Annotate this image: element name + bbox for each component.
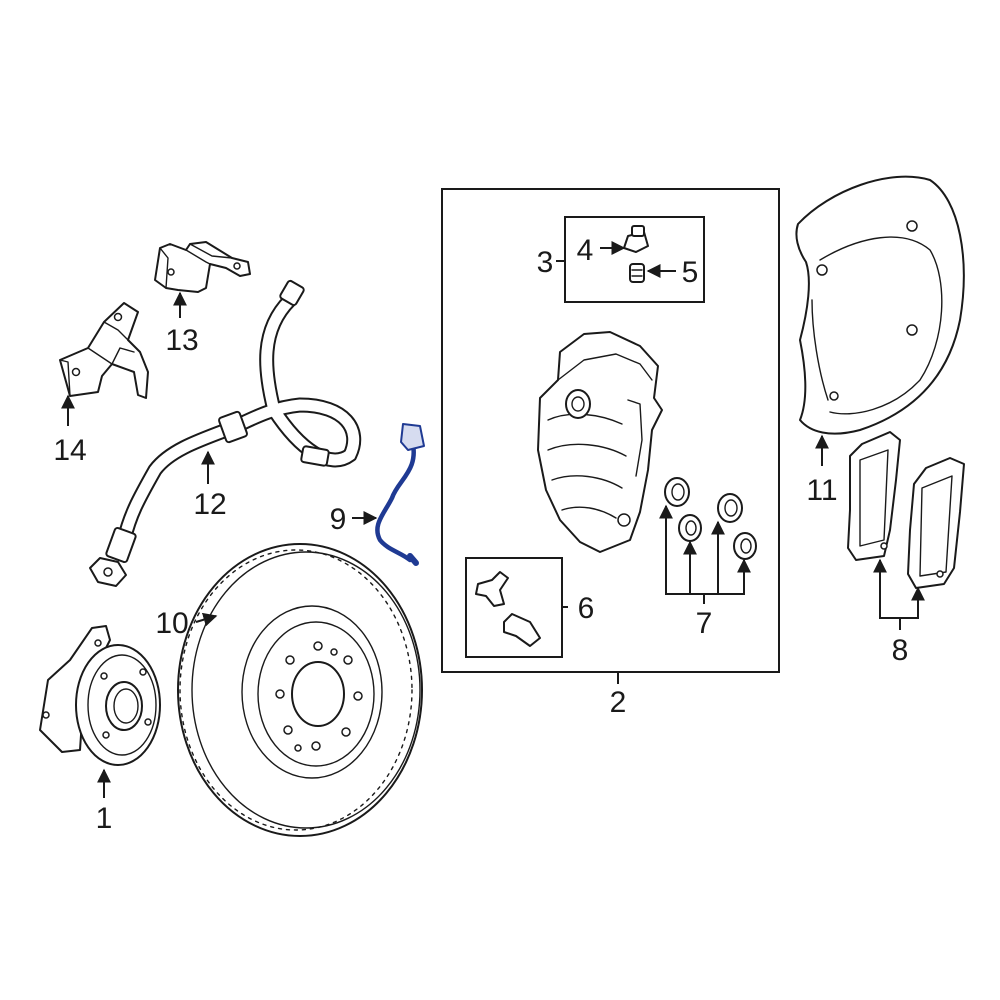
brake-rotor-part-10[interactable] — [177, 543, 423, 837]
caliper-assembly-box — [441, 188, 780, 673]
callout-5: 5 — [682, 256, 699, 289]
callout-7: 7 — [696, 607, 713, 640]
callout-2: 2 — [610, 686, 627, 719]
callout-6: 6 — [578, 592, 595, 625]
callout-13: 13 — [165, 324, 198, 357]
callout-8: 8 — [892, 634, 909, 667]
callout-11: 11 — [806, 474, 837, 507]
callout-3: 3 — [537, 246, 554, 279]
hardware-clips-part-6[interactable] — [475, 571, 541, 647]
leader-lines — [61, 241, 925, 798]
bleeder-screw-part-4[interactable] — [623, 225, 649, 253]
callout-labels: 1 2 3 4 5 6 7 8 9 10 11 12 13 14 — [53, 234, 908, 835]
callout-10: 10 — [155, 607, 188, 640]
hardware-kit-box — [465, 557, 563, 658]
bleeder-cap-part-5[interactable] — [629, 263, 645, 283]
caliper-body[interactable] — [537, 331, 663, 553]
callout-12: 12 — [193, 488, 226, 521]
wear-sensor-part-9[interactable] — [375, 423, 425, 566]
brake-hose-part-12[interactable] — [89, 279, 362, 587]
bracket-part-13[interactable] — [154, 241, 251, 293]
wheel-hub-part-1[interactable] — [39, 625, 161, 766]
seal-kit-part-7[interactable] — [664, 477, 757, 560]
brake-pads-part-8[interactable] — [847, 431, 965, 589]
bleeder-kit-box — [564, 216, 705, 303]
callout-1: 1 — [96, 802, 113, 835]
bracket-part-14[interactable] — [59, 302, 149, 399]
dust-shield-part-11[interactable] — [795, 175, 965, 435]
callout-14: 14 — [53, 434, 86, 467]
callout-4: 4 — [577, 234, 594, 267]
callout-9: 9 — [330, 503, 347, 536]
